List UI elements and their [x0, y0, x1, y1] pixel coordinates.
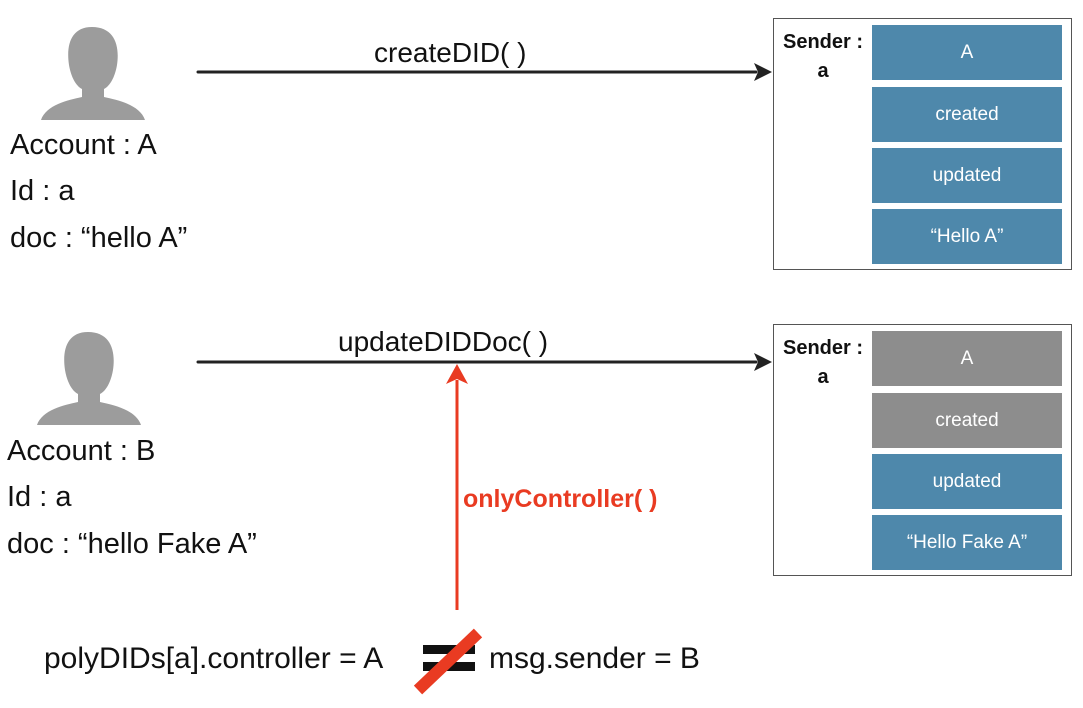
create-arrow-head	[754, 63, 772, 81]
storage-cell-doc: “Hello A”	[872, 209, 1062, 264]
create-did-label: createDID( )	[374, 37, 527, 68]
storage-cell-updated: updated	[872, 454, 1062, 509]
account-b-id: Id : a	[7, 481, 72, 513]
storage-cell-doc: “Hello Fake A”	[872, 515, 1062, 570]
sender-value: a	[817, 60, 829, 82]
person-icon-a	[41, 27, 145, 120]
controller-comparison-right: msg.sender = B	[489, 642, 700, 675]
person-icon-b	[37, 332, 141, 425]
storage-cell-updated: updated	[872, 148, 1062, 203]
sender-label-a: Sender : a	[774, 28, 872, 86]
storage-cell-created: created	[872, 87, 1062, 142]
account-a-doc: doc : “hello A”	[10, 222, 188, 254]
not-equal-slash	[413, 628, 483, 695]
storage-cell-created: created	[872, 393, 1062, 448]
controller-arrow-head	[446, 364, 468, 384]
storage-box-b: Sender : a A created updated “Hello Fake…	[773, 324, 1072, 576]
person-silhouette	[41, 27, 145, 120]
person-silhouette	[37, 332, 141, 425]
only-controller-label: onlyController( )	[463, 485, 658, 513]
sender-key: Sender :	[782, 31, 864, 53]
update-arrow-head	[754, 353, 772, 371]
account-a-id: Id : a	[10, 175, 75, 207]
account-b-doc: doc : “hello Fake A”	[7, 528, 257, 560]
not-equal-bar-top	[423, 645, 475, 654]
controller-comparison-left: polyDIDs[a].controller = A	[44, 642, 384, 675]
storage-cell-controller: A	[872, 25, 1062, 80]
sender-value: a	[817, 366, 829, 388]
sender-label-b: Sender : a	[774, 334, 872, 392]
update-did-doc-label: updateDIDDoc( )	[338, 326, 549, 357]
storage-box-a: Sender : a A created updated “Hello A”	[773, 18, 1072, 270]
account-a-label: Account : A	[10, 129, 157, 161]
sender-key: Sender :	[782, 337, 864, 359]
storage-cell-controller: A	[872, 331, 1062, 386]
account-b-label: Account : B	[7, 435, 156, 467]
